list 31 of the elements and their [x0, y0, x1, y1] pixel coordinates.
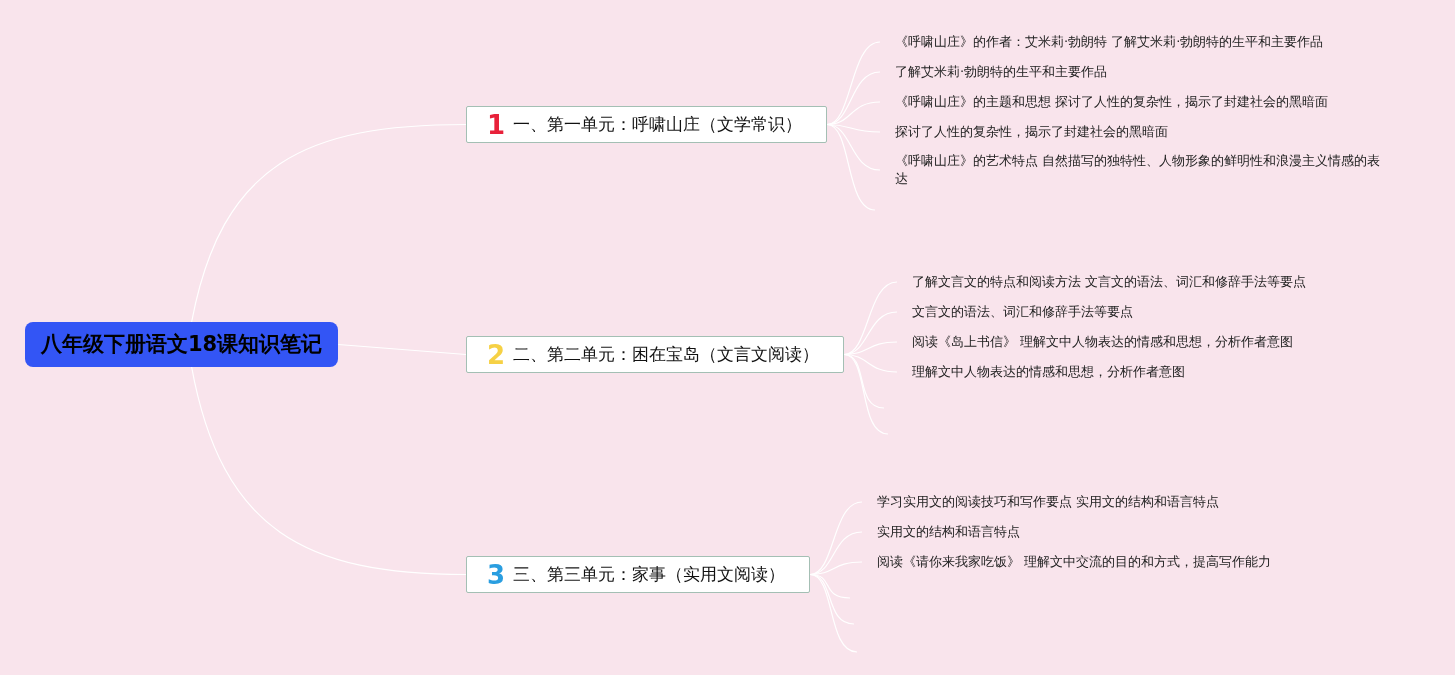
branch-line	[337, 343, 467, 356]
subtopic-text: 阅读《岛上书信》 理解文中人物表达的情感和思想，分析作者意图	[897, 333, 1298, 351]
topic-box	[466, 106, 828, 143]
central-topic: 八年级下册语文18课知识笔记	[25, 322, 339, 367]
branch-line	[826, 123, 876, 211]
branch-line	[191, 366, 467, 576]
subtopic-text: 《呼啸山庄》的作者：艾米莉·勃朗特 了解艾米莉·勃朗特的生平和主要作品	[880, 33, 1328, 51]
topic-box	[466, 336, 845, 373]
branch-line	[826, 41, 881, 126]
topic-number: 1	[487, 111, 506, 138]
topic-box	[466, 556, 811, 593]
subtopic-text: 了解艾米莉·勃朗特的生平和主要作品	[880, 63, 1112, 81]
subtopic-text: 文言文的语法、词汇和修辞手法等要点	[897, 303, 1137, 321]
branch-line	[843, 281, 898, 356]
topic-number: 2	[487, 341, 506, 368]
topic-number: 3	[487, 561, 506, 588]
branch-line	[809, 501, 863, 576]
subtopic-text: 《呼啸山庄》的主题和思想 探讨了人性的复杂性，揭示了封建社会的黑暗面	[880, 93, 1333, 111]
subtopic-text: 探讨了人性的复杂性，揭示了封建社会的黑暗面	[880, 123, 1172, 141]
subtopic-text: 学习实用文的阅读技巧和写作要点 实用文的结构和语言特点	[862, 493, 1224, 511]
topic-label: 一、第一单元：呼啸山庄（文学常识）	[513, 112, 803, 136]
branch-line	[191, 123, 467, 323]
subtopic-text: 实用文的结构和语言特点	[862, 523, 1024, 541]
subtopic-text: 了解文言文的特点和阅读方法 文言文的语法、词汇和修辞手法等要点	[897, 273, 1311, 291]
branch-line	[809, 573, 858, 653]
subtopic-text: 《呼啸山庄》的艺术特点 自然描写的独特性、人物形象的鲜明性和浪漫主义情感的表达	[880, 152, 1385, 188]
subtopic-text: 阅读《请你来我家吃饭》 理解文中交流的目的和方式，提高写作能力	[862, 553, 1276, 571]
topic-label: 三、第三单元：家事（实用文阅读）	[513, 562, 786, 586]
subtopic-text: 理解文中人物表达的情感和思想，分析作者意图	[897, 363, 1189, 381]
topic-label: 二、第二单元：困在宝岛（文言文阅读）	[513, 342, 820, 366]
branch-line	[843, 353, 889, 435]
